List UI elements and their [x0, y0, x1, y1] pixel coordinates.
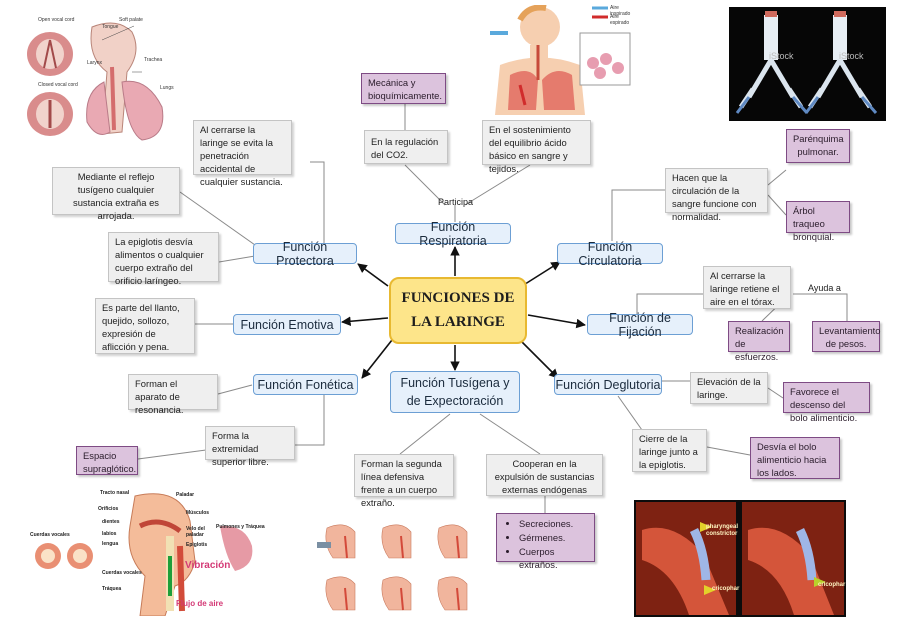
participa-label: Participa — [438, 197, 474, 207]
istock-watermark: iStock — [769, 51, 794, 61]
llanto-note: Es parte del llanto, quejido, sollozo, e… — [95, 298, 195, 354]
swallowing-sequence-drawing — [317, 524, 468, 611]
label-labios: labios — [102, 531, 117, 537]
funcion-fonetica-node[interactable]: Función Fonética — [253, 374, 358, 395]
cerrarse-note: Al cerrarse la laringe se evita la penet… — [193, 120, 292, 187]
label-dientes: dientes — [102, 519, 120, 525]
label-traquea: Tráquea — [102, 586, 122, 592]
torax-note: Al cerrarse la laringe retiene el aire e… — [703, 266, 791, 309]
funcion-respiratoria-node[interactable]: Función Respiratoria — [395, 220, 511, 248]
espacio-note: Espacio supraglótico. — [76, 446, 138, 475]
segunda-linea-note: Forman la segunda línea defensiva frente… — [354, 454, 454, 508]
equilibrio-note: En el sostenimiento del equilibrio ácido… — [482, 120, 591, 174]
arbol-note: Árbol traqueo bronquial. — [786, 201, 850, 242]
parenquima-note: Parénquima pulmonar. — [786, 129, 850, 163]
funcion-protectora-node[interactable]: Función Protectora — [253, 240, 357, 268]
central-topic-line2: LA LARINGE — [411, 313, 505, 330]
istock-watermark-2: iStock — [839, 51, 864, 61]
trachea-bronchi-photo: iStock iStock — [729, 7, 886, 121]
swallowing-sequence-illustration — [315, 518, 485, 620]
label-tongue: Tongue — [102, 24, 119, 30]
mecanica-note: Mecánica y bioquímicamente. — [361, 73, 446, 104]
list-item: Secreciones. — [519, 518, 588, 531]
desvia-note: Desvía el bolo alimenticio hacia los lad… — [750, 437, 840, 479]
circulacion-note: Hacen que la circulación de la sangre fu… — [665, 168, 768, 222]
trachea-bronchi-drawing — [735, 11, 878, 114]
label-epiglotis: Epiglotis — [186, 542, 208, 548]
pesos-note: Levantamiento de pesos. — [812, 321, 881, 352]
tusigena-items-note: Secreciones. Gérmenes. Cuerpos extraños. — [496, 513, 595, 570]
resonancia-note: Forman el aparato de resonancia. — [128, 374, 218, 415]
vocal-cords-drawing — [27, 22, 164, 141]
co2-note: En la regulación del CO2. — [364, 130, 448, 164]
tusigena-items-list: Secreciones. Gérmenes. Cuerpos extraños. — [503, 518, 588, 572]
central-topic[interactable]: FUNCIONES DE LA LARINGE — [389, 277, 527, 344]
funcion-tusigena-node[interactable]: Función Tusígena y de Expectoración — [390, 371, 520, 413]
label-vibracion: Vibración — [185, 560, 231, 571]
reflejo-note: Mediante el reflejo tusígeno cualquier s… — [52, 167, 180, 221]
vocal-tract-drawing — [35, 493, 253, 616]
label-pharyngeal-constrictor: pharyngeal constrictor — [706, 524, 739, 537]
label-aire-espirado: Aire espirado — [610, 14, 630, 26]
list-item: Cuerpos extraños. — [519, 546, 588, 572]
label-velo: Velo del paladar — [186, 526, 205, 538]
epiglotis-note: La epiglotis desvía alimentos o cualquie… — [108, 232, 219, 286]
label-pulmones: Pulmones y Tráquea — [216, 524, 265, 530]
ayuda-a-label: Ayuda a — [808, 283, 841, 293]
label-cuerdas-2: Cuerdas vocales — [102, 570, 142, 576]
label-musculos: Músculos — [186, 510, 210, 516]
esfuerzos-note: Realización de esfuerzos. — [728, 321, 790, 362]
pharynx-deglution-photo: pharyngeal constrictor cricophar cricoph… — [634, 500, 846, 617]
label-flujo-aire: Flujo de aire — [176, 599, 224, 608]
descenso-note: Favorece el descenso del bolo alimentici… — [783, 382, 870, 423]
respiration-illustration: Aire inspirado Aire espirado — [480, 5, 635, 115]
label-paladar: Paladar — [176, 492, 195, 498]
funcion-fijacion-node[interactable]: Función de Fijación — [587, 311, 693, 339]
list-item: Gérmenes. — [519, 532, 588, 545]
pharynx-deglution-drawing — [636, 502, 844, 615]
funcion-emotiva-node[interactable]: Función Emotiva — [233, 314, 341, 335]
label-cricophar-2: cricophar — [818, 582, 846, 588]
label-tracto-nasal: Tracto nasal — [100, 490, 130, 496]
label-larynx: Larynx — [87, 60, 103, 66]
label-lengua: lengua — [102, 541, 119, 547]
label-lungs: Lungs — [160, 85, 174, 91]
label-aire-inspirado: Aire inspirado — [610, 5, 631, 17]
vocal-tract-illustration: Tracto nasal Paladar Orificios Músculos … — [30, 486, 265, 616]
respiration-drawing — [490, 5, 631, 115]
label-open: Open vocal cord — [38, 17, 75, 23]
cierre-note: Cierre de la laringe junto a la epigloti… — [632, 429, 707, 472]
label-closed: Closed vocal cord — [38, 82, 78, 88]
label-trachea: Trachea — [144, 57, 163, 63]
elevacion-note: Elevación de la laringe. — [690, 372, 768, 404]
funcion-deglutoria-node[interactable]: Función Deglutoria — [554, 374, 662, 395]
vocal-cords-illustration: Open vocal cord Closed vocal cord Soft p… — [22, 12, 182, 147]
central-topic-line1: FUNCIONES DE — [401, 290, 515, 307]
label-soft-palate: Soft palate — [119, 17, 143, 23]
extremidad-note: Forma la extremidad superior libre. — [205, 426, 295, 467]
label-cuerdas: Cuerdas vocales — [30, 532, 70, 538]
funcion-circulatoria-node[interactable]: Función Circulatoria — [557, 240, 663, 268]
label-cricophar: cricophar — [712, 586, 740, 592]
cooperan-note: Cooperan en la expulsión de sustancias e… — [486, 454, 603, 496]
label-orificios: Orificios — [98, 506, 119, 512]
